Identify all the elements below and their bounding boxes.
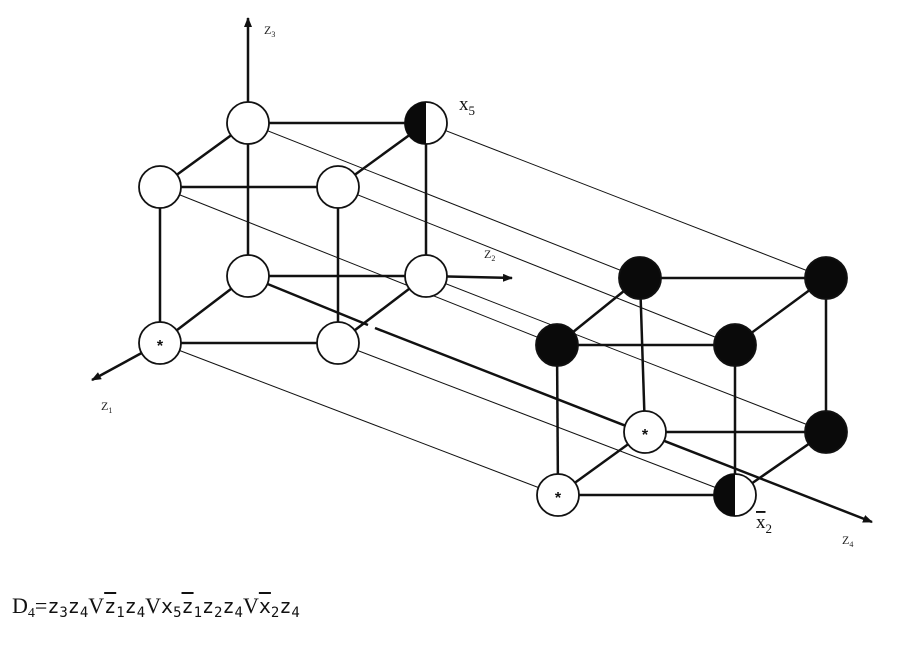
formula-literal: z2 [202,594,223,621]
star-symbol: * [555,490,562,507]
formula-literal: z4 [222,594,243,621]
formula-term: z1z4 [104,593,146,621]
node-empty [226,254,270,298]
node-empty [316,165,360,209]
z2-axis-label: Z2 [484,247,495,263]
formula-or-symbol: V [145,593,162,618]
formula-literal: z4 [124,594,146,621]
formula-or-symbol: V [242,593,259,618]
cube-edge [638,277,647,433]
star-symbol: * [642,427,649,444]
right-cube [555,276,828,497]
node-star [138,321,182,365]
node-half-fill [714,474,735,516]
node-half-fill [405,102,426,144]
right-cube-nodes [535,256,848,517]
projection-line [247,122,641,279]
formula-term: x5z1z2z4 [161,593,243,621]
x2-bar-label: x2 [756,512,772,536]
projection-line [337,342,736,496]
formula-lhs: D4= [12,593,48,621]
node-empty [404,254,448,298]
formula-literal: z4 [67,594,89,621]
formula-literal: z1 [104,594,125,621]
formula-literal: z3 [47,594,68,621]
node-filled [804,256,848,300]
node-half-x2bar [713,473,757,517]
formula-terms: z3z4Vz1z4Vx5z1z2z4Vx2z4 [47,593,300,621]
formula-literal: x5 [161,594,182,621]
node-empty [316,321,360,365]
z1-axis-label: Z1 [101,399,112,415]
node-star [623,410,667,454]
formula-literal: z1 [181,594,202,621]
formula-literal: z4 [279,594,300,621]
node-filled [618,256,662,300]
x5-label: x5 [459,94,475,118]
node-filled [804,410,848,454]
node-empty [226,101,270,145]
projection-line [425,122,827,279]
projection-line [159,186,558,346]
node-filled [713,323,757,367]
z4-axis-label: Z4 [842,533,853,549]
projection-line [159,342,559,496]
node-empty [138,165,182,209]
star-symbol: * [157,338,164,355]
node-half-x5 [404,101,448,145]
formula-term: x2z4 [258,593,300,621]
cube-edge [555,344,560,496]
z4-axis-line [374,326,873,524]
formula-or-symbol: V [88,593,105,618]
node-star [536,473,580,517]
formula-term: z3z4 [47,593,89,621]
projection-lines [159,122,827,496]
z3-axis-label: Z3 [264,23,275,39]
projection-line [337,186,736,346]
formula-literal: x2 [258,594,280,621]
node-filled [535,323,579,367]
projection-line [425,275,827,433]
formula: D4=z3z4Vz1z4Vx5z1z2z4Vx2z4 [12,593,300,622]
left-cube-nodes [138,101,448,365]
hypercube-diagram: * * * Z3 Z2 Z1 Z4 x5 x2 [91,17,873,549]
